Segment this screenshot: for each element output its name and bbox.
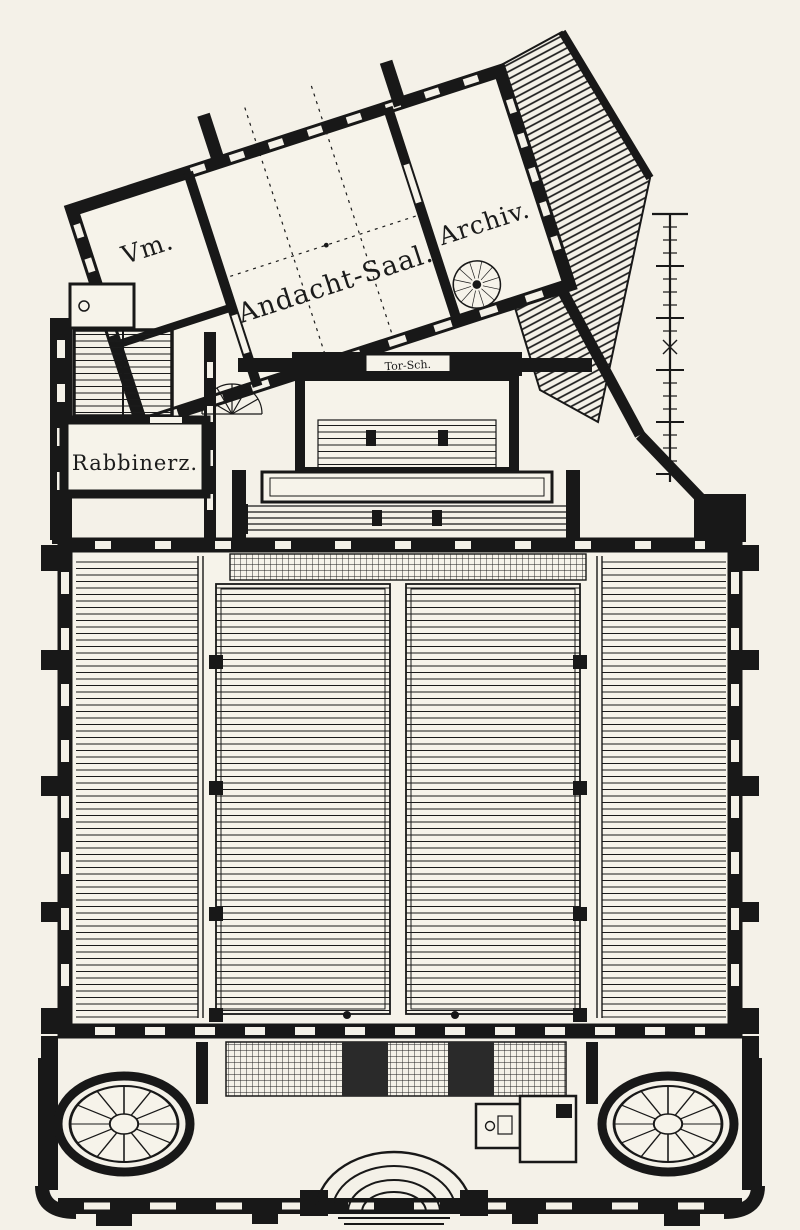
door-saal-archiv bbox=[403, 163, 422, 204]
hall-columns bbox=[209, 655, 587, 1022]
apse-flank-wall-right bbox=[566, 470, 580, 538]
pew-block-right bbox=[602, 556, 726, 1018]
threshold-dot-right bbox=[451, 1011, 459, 1019]
main-hall bbox=[41, 537, 759, 1039]
oval-staircase-left bbox=[53, 1071, 195, 1177]
vestibule-bottom-wall bbox=[58, 1198, 742, 1214]
apse-back-wall-left bbox=[238, 358, 292, 372]
rabbinerz-label: Rabbinerz. bbox=[72, 451, 198, 475]
wall-saal-archiv bbox=[382, 105, 463, 323]
ark-post-left bbox=[366, 430, 376, 446]
service-flue bbox=[556, 1104, 572, 1118]
choir-floor-band bbox=[229, 553, 587, 581]
annex-right-windows bbox=[505, 98, 566, 263]
vault-boss-mark bbox=[323, 242, 329, 248]
lobby-tile-strip bbox=[225, 1041, 567, 1097]
rounded-corner-left bbox=[35, 1185, 77, 1219]
facade-pilasters bbox=[96, 1212, 700, 1226]
buttresses bbox=[41, 545, 759, 1034]
wall-stub-top-left bbox=[197, 112, 226, 167]
apse-flank-wall-left bbox=[232, 470, 246, 538]
neighbor-wall-edge bbox=[558, 29, 654, 181]
party-wall bbox=[558, 289, 645, 438]
spiral-stair-newel bbox=[472, 280, 482, 289]
oval-stair-enclosure-left bbox=[53, 1071, 195, 1177]
wall-to-hall bbox=[52, 494, 72, 544]
vestibule-right-wall bbox=[742, 1058, 762, 1190]
ark-apse: Tor-Sch. bbox=[232, 352, 592, 538]
rounded-corner-right bbox=[723, 1185, 765, 1219]
vestibule-wall-joint-left bbox=[41, 1036, 58, 1062]
ceiling-bay-line-3 bbox=[230, 215, 417, 277]
bimah-steps bbox=[246, 505, 568, 531]
pew-block-center-right-inner bbox=[410, 588, 576, 1010]
vestibule-left-wall bbox=[38, 1058, 58, 1190]
corner-wall-block bbox=[694, 494, 746, 542]
vestibule-wall-joint-right bbox=[742, 1036, 759, 1062]
pew-block-center-left-inner bbox=[220, 588, 386, 1010]
door-vm-saal bbox=[231, 314, 250, 354]
oval-stair-eye-left bbox=[108, 1113, 140, 1135]
pew-block-center-right bbox=[405, 583, 581, 1015]
rabbinerz-room bbox=[59, 415, 211, 499]
scale-bar bbox=[652, 212, 688, 482]
oval-stair-eye-right bbox=[652, 1113, 684, 1135]
lobby-dark-panel-right bbox=[448, 1042, 494, 1096]
service-fixture bbox=[484, 1120, 496, 1132]
vestibule bbox=[35, 1036, 765, 1226]
bimah-platform-inner bbox=[269, 477, 545, 497]
service-fixture-b bbox=[497, 1115, 513, 1135]
portal-pier-left bbox=[300, 1190, 328, 1216]
portal-pier-right bbox=[460, 1190, 488, 1216]
spiral-staircase bbox=[446, 254, 507, 315]
closet-fixture bbox=[78, 300, 90, 312]
lobby-dark-panel-left bbox=[342, 1042, 388, 1096]
apse-platform-steps bbox=[317, 419, 497, 471]
apse-back-wall-right bbox=[522, 358, 592, 372]
winder-staircase bbox=[201, 383, 263, 415]
wall-stub-top-right bbox=[379, 59, 407, 108]
step-post-left bbox=[372, 510, 382, 526]
tor-sch-label: Tor-Sch. bbox=[384, 358, 431, 373]
annex-top-windows bbox=[189, 69, 497, 175]
vestibule-partition-left bbox=[196, 1042, 208, 1104]
west-wing: Rabbinerz. bbox=[50, 282, 263, 544]
pew-block-left bbox=[76, 556, 198, 1018]
bimah-platform bbox=[260, 470, 554, 504]
oval-staircase-right bbox=[597, 1071, 739, 1177]
ark-post-right bbox=[438, 430, 448, 446]
entrance-portal bbox=[300, 1150, 488, 1225]
threshold-dot-left bbox=[343, 1011, 351, 1019]
closet-room bbox=[68, 282, 136, 330]
vestibule-partition-right bbox=[586, 1042, 598, 1104]
oval-stair-enclosure-right bbox=[597, 1071, 739, 1177]
step-post-right bbox=[432, 510, 442, 526]
pew-block-center-left bbox=[215, 583, 391, 1015]
